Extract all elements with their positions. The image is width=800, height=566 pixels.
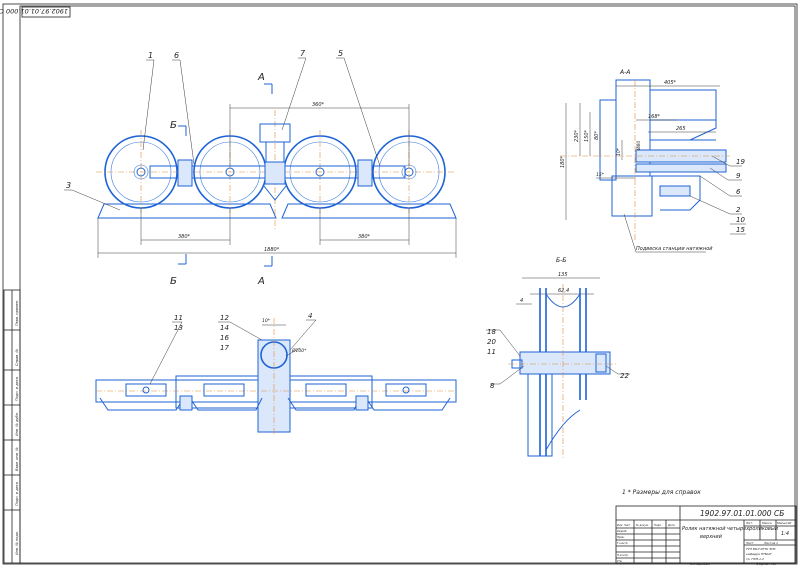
section-mark-a-bot: А (257, 276, 265, 287)
dim-230: 230* (574, 129, 580, 142)
callout-14: 14 (220, 324, 229, 332)
left-strip-label: Подп. и дата (15, 482, 19, 506)
callout-19: 19 (736, 158, 745, 166)
dim-624: 62,4 (558, 288, 569, 294)
title-mass: Масса (762, 521, 772, 525)
title-row: Н.контр. (617, 553, 629, 557)
dim-150: 150* (584, 129, 590, 142)
dim-d100: Ø100* (291, 347, 307, 354)
main-view: А А Б Б 360* 380* 380* 1880* 1 6 7 5 3 (64, 49, 457, 287)
title-sheet: Лист (745, 541, 754, 545)
callout-3: 3 (66, 181, 71, 190)
left-strip-label: Подп. и дата (15, 377, 19, 401)
left-strip-label: Перв. примен. (15, 300, 19, 326)
base-beam-left (97, 203, 277, 219)
left-strip-label: Инв. № дубл. (15, 412, 19, 436)
section-a-title: А-А (619, 69, 630, 76)
rotated-designation-box: 1902.97.01.01.000 СБ (0, 6, 71, 18)
title-col: Подп. (654, 523, 662, 527)
title-org-3: гр. ПТМ-1-2 (746, 557, 764, 561)
title-litera: Лит. (745, 521, 753, 525)
drawing-frame (19, 5, 796, 564)
title-org-2: кафедра ПТМиР (746, 552, 771, 556)
format-label: Формат А3 (756, 562, 776, 566)
title-name-line1: Ролик натяжной четырехроликовый (682, 526, 779, 532)
title-scale-header: Масштаб (777, 521, 791, 525)
title-name-line2: верхний (700, 534, 723, 540)
callout-17: 17 (220, 344, 229, 352)
top-view: 10* Ø100* 11 13 12 14 16 17 4 (95, 312, 457, 436)
callout-6-a: 6 (736, 188, 741, 196)
callout-15: 15 (736, 226, 745, 234)
title-row: Т.контр. (617, 541, 628, 545)
left-strip-label: Инв. № подл. (15, 531, 19, 555)
title-row: Пров. (617, 535, 625, 539)
hanger-note: Подвеска станции натяжной (636, 246, 713, 252)
section-mark-a-top: А (257, 72, 265, 83)
dim-1880: 1880* (264, 247, 280, 253)
callout-11: 11 (174, 314, 183, 322)
dim-4: 4 (520, 298, 523, 304)
title-designation: 1902.97.01.01.000 СБ (700, 509, 784, 518)
dim-d80: Ø80 (635, 141, 642, 151)
callout-5: 5 (338, 49, 343, 58)
top-wheel-3 (287, 383, 361, 411)
dim-180-total: 180* (560, 155, 566, 168)
dim-380a: 380* (178, 234, 191, 240)
callout-18: 18 (487, 328, 496, 336)
section-b-view: Б-Б 135 62,4 4 18 20 11 8 22 (486, 257, 630, 460)
general-note: 1 * Размеры для справок (622, 489, 701, 496)
top-wheel-4 (365, 383, 451, 411)
callout-4: 4 (308, 312, 312, 320)
dim-80: 80* (594, 131, 600, 140)
callout-20: 20 (487, 338, 496, 346)
title-row: Разраб. (617, 529, 627, 533)
dim-135: 135 (558, 272, 568, 278)
dim-15: 15* (596, 172, 605, 178)
callout-1: 1 (148, 51, 153, 60)
sheet-border (2, 3, 798, 565)
callout-6: 6 (174, 51, 179, 60)
callout-2: 2 (736, 206, 741, 214)
title-row: Изм. Лист (617, 523, 631, 527)
dim-168: 168* (648, 114, 661, 120)
rotated-designation: 1902.97.01.01.000 СБ (0, 7, 68, 15)
title-scale: 1:4 (781, 531, 789, 537)
callout-16: 16 (220, 334, 229, 342)
title-sheets: Листов 1 (763, 541, 778, 545)
callout-13: 13 (174, 324, 183, 332)
dim-380b: 380* (358, 234, 371, 240)
central-hanger (259, 123, 291, 143)
title-block: 1902.97.01.01.000 СБ Ролик натяжной четы… (615, 505, 797, 564)
callout-7: 7 (300, 49, 306, 58)
title-col: № докум. (635, 524, 649, 527)
left-strip-label: Взам. инв. № (15, 447, 19, 471)
left-strip-label: Справ. № (15, 349, 19, 366)
callout-8: 8 (490, 382, 495, 390)
copied-label: Копировал (690, 562, 711, 566)
title-col: Дата (667, 523, 675, 527)
callout-12: 12 (220, 314, 229, 322)
top-wheel-2 (189, 383, 263, 411)
dim-265: 265 (676, 126, 686, 132)
callout-22: 22 (620, 372, 629, 380)
callout-9: 9 (736, 172, 741, 180)
section-a-view: А-А 405* 168* 265 180* 230* 150* 80* 10*… (560, 69, 746, 253)
callout-11-b: 11 (487, 348, 496, 356)
title-row: Утв. (617, 559, 623, 563)
section-mark-b-bot: Б (170, 276, 177, 287)
dim-405: 405* (664, 80, 677, 86)
top-wheel-1 (99, 383, 185, 411)
section-mark-b-top: Б (170, 120, 177, 131)
section-b-title: Б-Б (556, 257, 566, 264)
base-beam-right (281, 203, 457, 219)
left-strip: Перв. примен. Справ. № Подп. и дата Инв.… (3, 289, 21, 564)
dim-360: 360* (312, 102, 325, 108)
callout-10: 10 (736, 216, 745, 224)
dim-10: 10* (616, 147, 622, 156)
dim-top-10: 10* (262, 318, 271, 324)
title-org-1: ТУЛ ВОЛ ИГТК ЗНК (746, 547, 777, 551)
